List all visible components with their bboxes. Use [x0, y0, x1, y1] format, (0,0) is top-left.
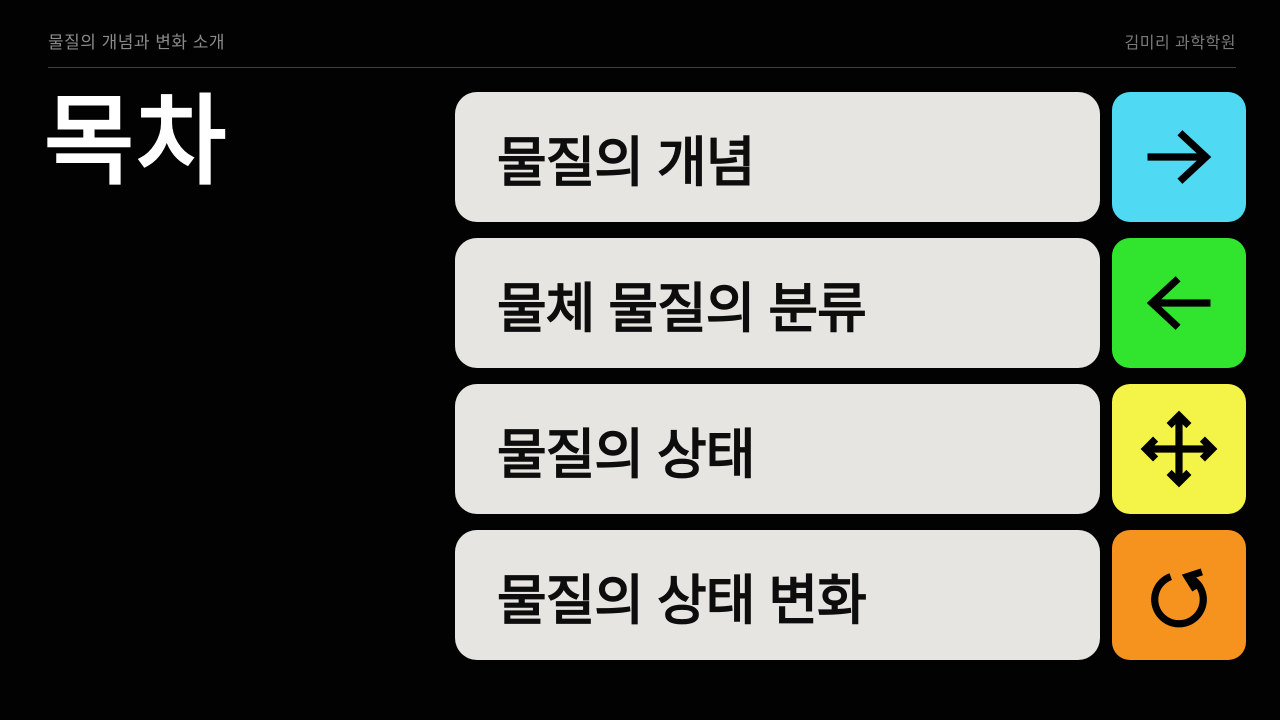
- toc-item-state-changes-of-matter[interactable]: 물질의 상태 변화: [455, 530, 1100, 660]
- arrow-right-icon: [1147, 130, 1212, 184]
- toc-item-label: 물질의 개념: [497, 132, 755, 193]
- toc-item-states-of-matter[interactable]: 물질의 상태: [455, 384, 1100, 514]
- toc-item-object-matter-classification[interactable]: 물체 물질의 분류: [455, 238, 1100, 368]
- move-icon: [1140, 410, 1218, 488]
- toc-item-label: 물질의 상태 변화: [497, 570, 867, 631]
- rotate-ccw-icon: [1151, 568, 1207, 628]
- toc-item-label: 물질의 상태: [497, 424, 755, 485]
- rotate-ccw-button[interactable]: [1112, 530, 1246, 660]
- action-button-column: [1112, 92, 1246, 660]
- toc-list: 물질의 개념 물체 물질의 분류 물질의 상태 물질의 상태 변화: [455, 92, 1100, 660]
- toc-item-label: 물체 물질의 분류: [497, 278, 867, 339]
- toc-item-concept-of-matter[interactable]: 물질의 개념: [455, 92, 1100, 222]
- arrow-left-button[interactable]: [1112, 238, 1246, 368]
- arrow-right-button[interactable]: [1112, 92, 1246, 222]
- arrow-left-icon: [1146, 276, 1211, 330]
- header: 물질의 개념과 변화 소개 김미리 과학학원: [48, 0, 1236, 68]
- page-title: 목차: [44, 86, 229, 196]
- academy-name: 김미리 과학학원: [1124, 35, 1236, 52]
- move-button[interactable]: [1112, 384, 1246, 514]
- slide-subtitle: 물질의 개념과 변화 소개: [48, 33, 226, 52]
